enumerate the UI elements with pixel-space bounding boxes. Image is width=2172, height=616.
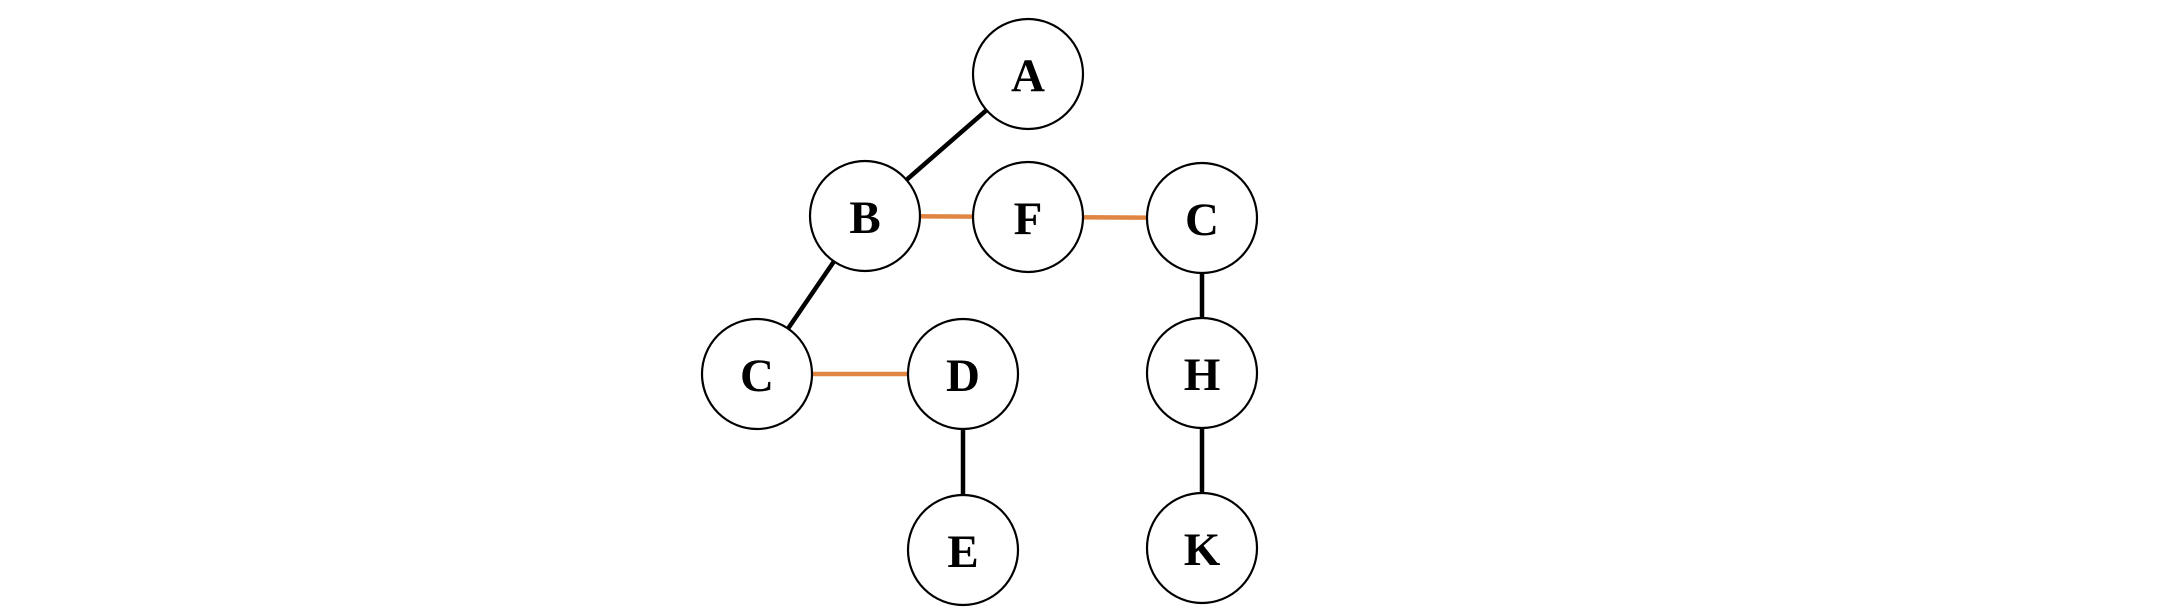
node-label-B: B <box>849 192 880 244</box>
node-label-C2: C <box>740 350 774 402</box>
node-label-K: K <box>1184 524 1221 576</box>
node-label-F: F <box>1014 193 1043 245</box>
node-label-C1: C <box>1185 194 1219 246</box>
graph-node-K: K <box>1145 491 1259 605</box>
node-label-E: E <box>947 526 978 578</box>
graph-node-H: H <box>1145 316 1259 430</box>
graph-node-C2: C <box>700 317 814 431</box>
node-circle-K <box>1145 491 1259 605</box>
graph-node-D: D <box>906 317 1020 431</box>
node-label-D: D <box>946 350 980 402</box>
graph-node-A: A <box>971 17 1085 131</box>
edge-layer <box>754 71 1205 553</box>
node-circle-F <box>971 160 1085 274</box>
graph-node-E: E <box>906 493 1020 607</box>
node-label-H: H <box>1184 349 1221 401</box>
node-circle-A <box>971 17 1085 131</box>
graph-node-B: B <box>808 159 922 273</box>
node-circle-H <box>1145 316 1259 430</box>
node-circle-C1 <box>1145 161 1259 275</box>
node-circle-C2 <box>700 317 814 431</box>
graph-node-C1: C <box>1145 161 1259 275</box>
graph-node-F: F <box>971 160 1085 274</box>
node-label-A: A <box>1011 50 1045 102</box>
node-circle-E <box>906 493 1020 607</box>
node-layer: A B F C C D H E K <box>700 17 1259 607</box>
node-circle-D <box>906 317 1020 431</box>
node-circle-B <box>808 159 922 273</box>
